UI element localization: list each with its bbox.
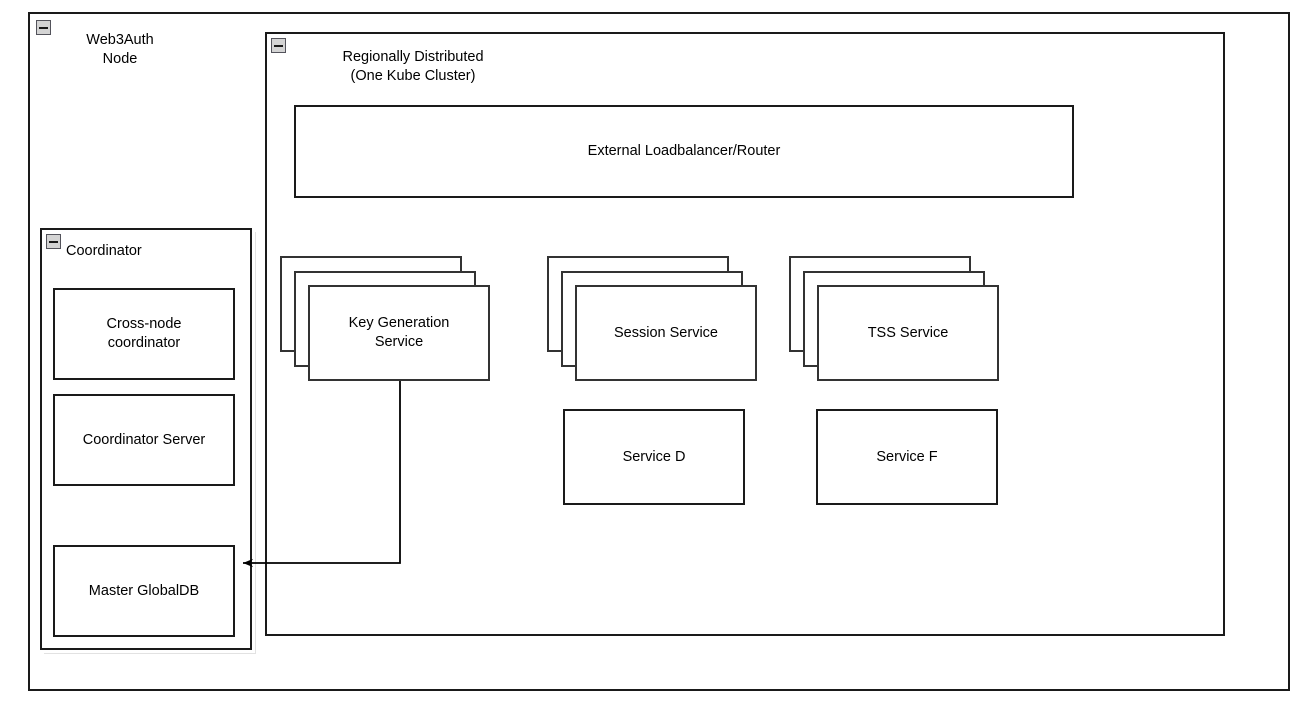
stack-session-service[interactable]: Session Service (547, 256, 759, 382)
node-external-loadbalancer-router[interactable]: External Loadbalancer/Router (294, 105, 1074, 198)
stack-front-session-service[interactable]: Session Service (575, 285, 757, 381)
node-coordinator-server[interactable]: Coordinator Server (53, 394, 235, 486)
collapse-minus-icon-coordinator[interactable] (46, 234, 61, 249)
group-title-web3auth-node: Web3Auth Node (86, 32, 154, 67)
node-cross-node-coordinator[interactable]: Cross-node coordinator (53, 288, 235, 380)
node-master-globaldb[interactable]: Master GlobalDB (53, 545, 235, 637)
stack-front-tss-service[interactable]: TSS Service (817, 285, 999, 381)
stack-tss-service[interactable]: TSS Service (789, 256, 1001, 382)
group-title-kube-cluster: Regionally Distributed (One Kube Cluster… (342, 49, 484, 84)
stack-key-generation-service[interactable]: Key Generation Service (280, 256, 492, 382)
node-service-f[interactable]: Service F (816, 409, 998, 505)
collapse-minus-icon-kube-cluster[interactable] (271, 38, 286, 53)
group-title-coordinator: Coordinator (66, 243, 142, 259)
node-service-d[interactable]: Service D (563, 409, 745, 505)
collapse-minus-icon-web3auth-node[interactable] (36, 20, 51, 35)
stack-front-key-generation-service[interactable]: Key Generation Service (308, 285, 490, 381)
